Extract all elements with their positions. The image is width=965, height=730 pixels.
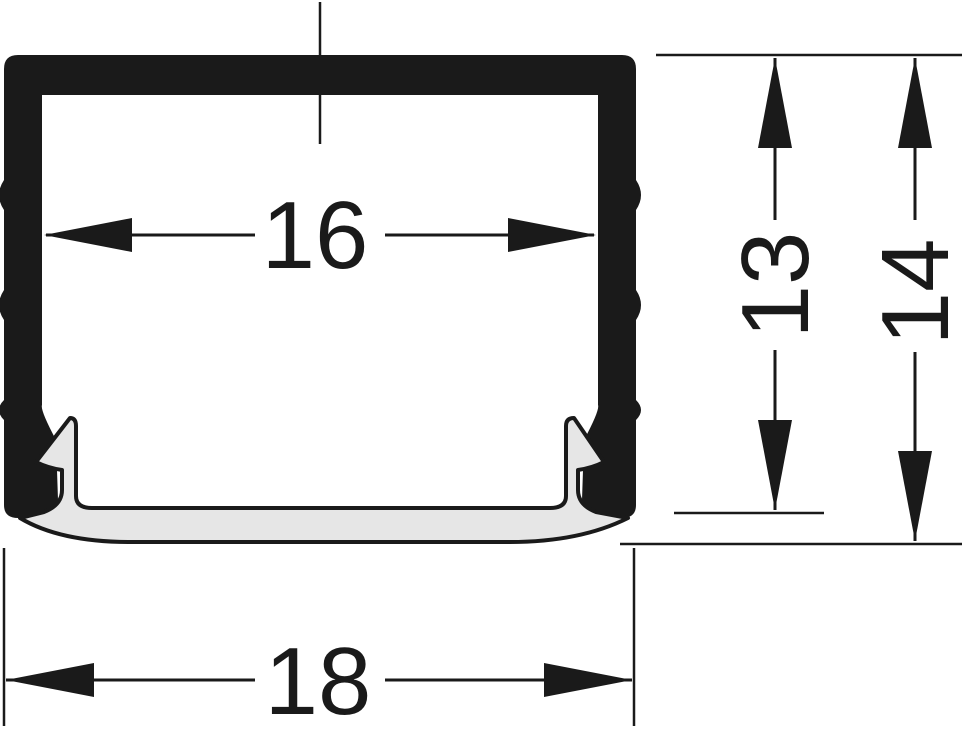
arrow-down-icon — [898, 451, 932, 541]
inner-height-dimension: 13 — [722, 58, 829, 510]
arrow-up-icon — [758, 58, 792, 148]
arrow-down-icon — [758, 420, 792, 510]
arrow-right-icon — [544, 663, 632, 697]
outer-width-dimension: 18 — [2, 548, 636, 730]
outer-width-label: 18 — [265, 628, 372, 730]
inner-height-label: 13 — [722, 232, 829, 339]
inner-width-dimension: 16 — [44, 182, 596, 289]
arrow-left-icon — [6, 663, 94, 697]
arrow-right-icon — [508, 218, 596, 252]
arrow-up-icon — [898, 58, 932, 148]
outer-height-label: 14 — [862, 239, 965, 346]
diffuser-cover — [18, 416, 630, 544]
outer-height-dimension: 14 — [862, 58, 965, 541]
inner-width-label: 16 — [262, 182, 369, 289]
arrow-left-icon — [44, 218, 132, 252]
